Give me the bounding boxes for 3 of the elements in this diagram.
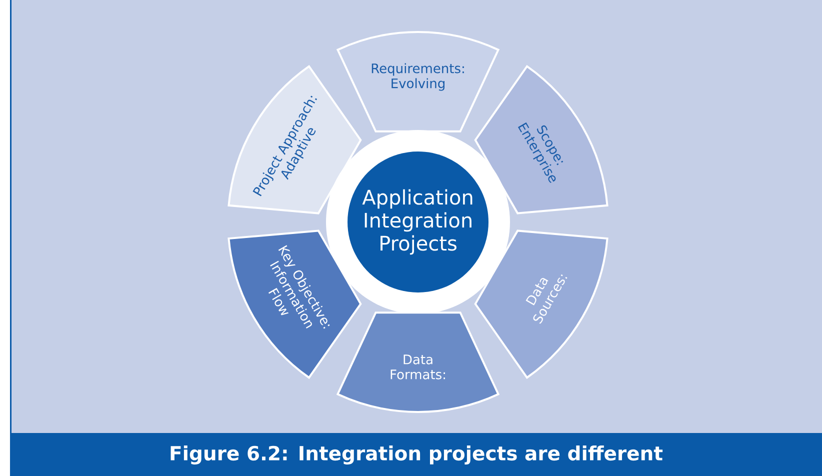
caption-bar: Figure 6.2: Integration projects are different bbox=[10, 432, 822, 476]
segment: Requirements: Evolving bbox=[336, 31, 500, 132]
segment: Data Formats: bbox=[336, 312, 500, 413]
